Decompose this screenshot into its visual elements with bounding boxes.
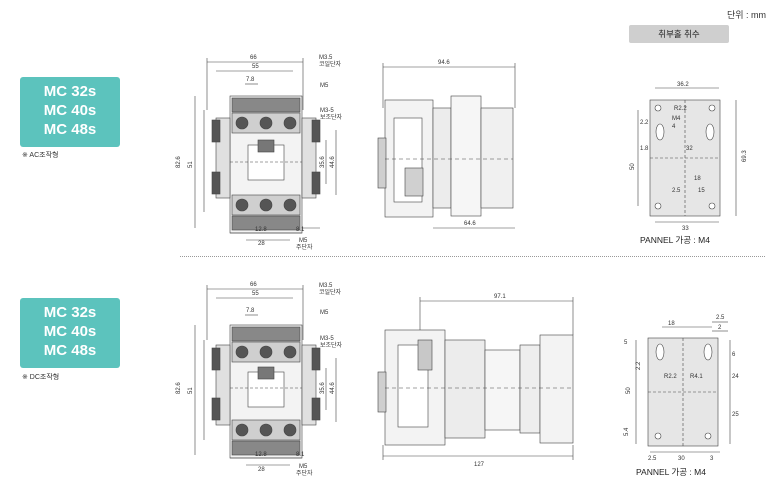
- mount-dim-2-5-top: 2.5: [716, 315, 725, 321]
- mount-view-ac-labels: 36.2 R2.2 M4 2.2 4 1.8 32 50 69.3 18 2.5…: [630, 82, 748, 245]
- dim-55: 55: [252, 64, 259, 70]
- mount-dim-4: 4: [672, 124, 676, 130]
- side-dim-top: 94.6: [438, 60, 450, 66]
- dim-44-6: 44.6: [330, 382, 336, 394]
- dim-55: 55: [252, 291, 259, 297]
- mount-dim-1-8: 1.8: [640, 146, 649, 152]
- dim-51: 51: [188, 161, 194, 168]
- label-m3-5: M3.5: [319, 283, 333, 289]
- side-dim-top: 97.1: [494, 294, 506, 300]
- dim-8-1: 8.1: [296, 452, 305, 458]
- mount-r2-2: R2.2: [674, 106, 687, 112]
- side-dim-bottom: 64.6: [464, 221, 476, 227]
- section-divider: [180, 256, 765, 257]
- side-dim-bottom: 127: [474, 462, 485, 468]
- model-name: MC 48s: [43, 121, 97, 138]
- label-aux-terminal: 보조단자: [320, 113, 343, 121]
- mount-view-dc-labels: 2.5 18 2 5 6 R2.2 R4.1 2.2 50 24 25 5.4 …: [624, 315, 739, 477]
- dim-82-6: 82.6: [176, 382, 182, 394]
- dim-28: 28: [258, 241, 265, 247]
- mount-view-ac: [637, 87, 737, 223]
- mount-dim-2-5: 2.5: [672, 188, 681, 194]
- model-name: MC 40s: [43, 323, 97, 340]
- dim-66: 66: [250, 282, 257, 288]
- panel-label-dc: PANNEL 가공 : M4: [636, 467, 706, 477]
- mount-dim-32: 32: [686, 146, 693, 152]
- label-m5-main: M5: [299, 464, 308, 470]
- mount-dim-15: 15: [698, 188, 705, 194]
- dim-12-8: 12.8: [255, 227, 267, 233]
- mount-m4: M4: [672, 116, 681, 122]
- label-main-terminal: 주단자: [296, 243, 313, 251]
- label-m3-5b: M3-5: [320, 108, 334, 114]
- model-name: MC 32s: [43, 304, 97, 321]
- mount-dim-3: 3: [710, 456, 714, 462]
- label-main-terminal: 주단자: [296, 469, 313, 477]
- type-note-ac: ※ AC조작형: [22, 152, 59, 159]
- dim-82-6: 82.6: [176, 156, 182, 168]
- mount-dim-18: 18: [668, 321, 675, 327]
- dim-44-6: 44.6: [330, 156, 336, 168]
- front-view-ac-labels: 66 55 7.8 M3.5 코일단자 M5 M3-5 보조단자 82.6 51…: [176, 55, 343, 251]
- mount-view-dc: [635, 321, 731, 453]
- front-view-ac: [194, 58, 337, 241]
- dim-28: 28: [258, 467, 265, 473]
- unit-label: 단위 : mm: [726, 10, 766, 20]
- model-name: MC 40s: [43, 102, 97, 119]
- mount-dim-33: 33: [682, 226, 689, 232]
- panel-label-ac: PANNEL 가공 : M4: [640, 235, 710, 245]
- label-m5: M5: [320, 83, 329, 89]
- label-m5: M5: [320, 310, 329, 316]
- dim-8-1: 8.1: [296, 227, 305, 233]
- mount-r4-1: R4.1: [690, 374, 703, 380]
- type-note-dc: ※ DC조작형: [22, 374, 60, 381]
- dim-35-6: 35.6: [320, 156, 326, 168]
- model-box-dc: MC 32s MC 40s MC 48s: [20, 298, 120, 368]
- dim-7-8: 7.8: [246, 77, 255, 83]
- model-name: MC 32s: [43, 83, 97, 100]
- mount-dim-50: 50: [630, 163, 636, 170]
- model-box-ac: MC 32s MC 40s MC 48s: [20, 77, 120, 147]
- dim-35-6: 35.6: [320, 382, 326, 394]
- label-coil-terminal: 코일단자: [319, 288, 342, 296]
- mount-dim-18: 18: [694, 176, 701, 182]
- dim-66: 66: [250, 55, 257, 61]
- side-view-dc: [377, 297, 574, 460]
- mount-dim-2: 2: [718, 325, 722, 331]
- label-m3-5: M3.5: [319, 55, 333, 61]
- label-aux-terminal: 보조단자: [320, 341, 343, 349]
- mount-dim-2-2: 2.2: [636, 361, 642, 370]
- front-view-dc-labels: 66 55 7.8 M3.5 코일단자 M5 M3-5 보조단자 82.6 51…: [176, 282, 343, 477]
- mount-dim-69-3: 69.3: [742, 150, 748, 162]
- mount-dim-6: 6: [732, 352, 736, 358]
- mount-dim-25: 25: [732, 412, 739, 418]
- mount-dim-5: 5: [624, 340, 628, 346]
- label-m5-main: M5: [299, 238, 308, 244]
- mount-dim-5-4: 5.4: [624, 427, 630, 436]
- mount-dim-30: 30: [678, 456, 685, 462]
- mount-dim-50: 50: [626, 387, 632, 394]
- mount-dim-24: 24: [732, 374, 739, 380]
- mount-dim-36-2: 36.2: [677, 82, 689, 88]
- mount-r2-2: R2.2: [664, 374, 677, 380]
- model-name: MC 48s: [43, 342, 97, 359]
- dim-51: 51: [188, 387, 194, 394]
- dim-7-8: 7.8: [246, 308, 255, 314]
- side-view-ac: [377, 63, 516, 229]
- label-m3-5b: M3-5: [320, 336, 334, 342]
- front-view-dc: [194, 285, 337, 466]
- label-coil-terminal: 코일단자: [319, 60, 342, 68]
- mounting-hole-badge: 취부홀 취수: [629, 25, 729, 43]
- mount-dim-2-2: 2.2: [640, 120, 649, 126]
- mount-dim-2-5: 2.5: [648, 456, 657, 462]
- dim-12-8: 12.8: [255, 452, 267, 458]
